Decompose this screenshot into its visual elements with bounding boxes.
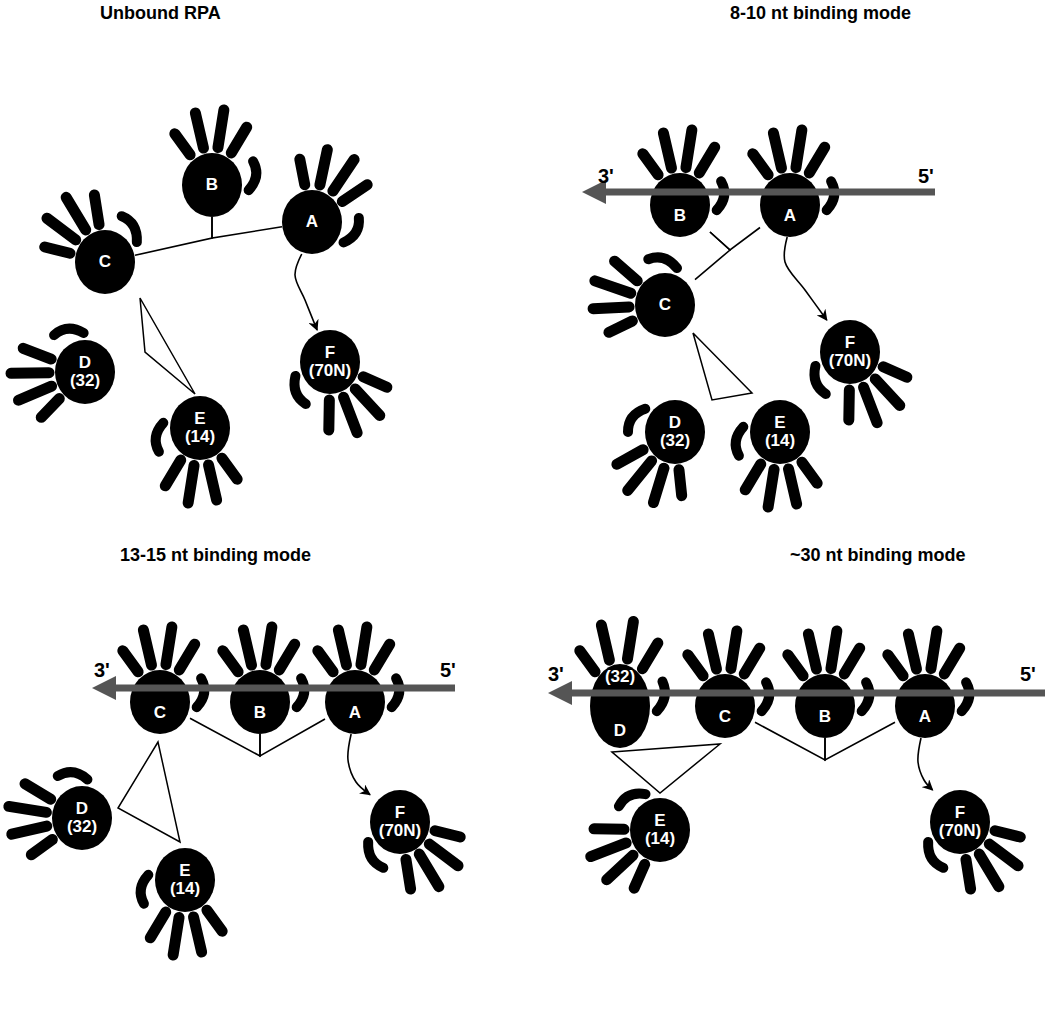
domain-label: D	[614, 722, 626, 740]
linker-arrow	[918, 738, 933, 790]
domain-label: (70N)	[939, 822, 982, 840]
strand-end-label: 5'	[918, 166, 934, 186]
trimerization-core	[118, 742, 180, 842]
hand-domain: A	[760, 173, 820, 237]
hand-shape	[325, 670, 385, 734]
hand-domain: C	[130, 670, 190, 734]
linker-line	[212, 217, 282, 238]
panel-title: ~30 nt binding mode	[790, 546, 966, 564]
domain-label: (14)	[765, 432, 795, 450]
domain-label: (14)	[170, 880, 200, 898]
domain-label: C	[719, 708, 731, 726]
domain-label: A	[919, 708, 931, 726]
hand-domain: E(14)	[630, 798, 690, 862]
hand-domain: F(70N)	[300, 330, 360, 394]
domain-label: D	[669, 414, 681, 432]
hand-domain: C	[75, 230, 135, 294]
domain-label: E	[179, 862, 190, 880]
trimerization-core	[140, 298, 195, 394]
domain-label: (14)	[185, 428, 215, 446]
domain-label: C	[99, 253, 111, 271]
hand-domain: B	[230, 670, 290, 734]
domain-label: C	[659, 296, 671, 314]
strand-end-label: 5'	[1020, 664, 1036, 684]
domain-label: (14)	[645, 830, 675, 848]
panel-title: Unbound RPA	[100, 4, 221, 22]
hand-shape	[895, 674, 955, 738]
domain-label: B	[674, 207, 686, 225]
strand-end-label: 3'	[94, 660, 110, 680]
hand-domain: (32) D	[590, 664, 650, 748]
hand-domain: A	[282, 190, 342, 254]
domain-label: (70N)	[379, 822, 422, 840]
domain-label: E	[194, 410, 205, 428]
linker-line	[695, 232, 730, 280]
domain-label: (32)	[67, 818, 97, 836]
hand-domain: F(70N)	[930, 790, 990, 854]
domain-label: C	[154, 704, 166, 722]
hand-domain: F(70N)	[370, 790, 430, 854]
hand-shape	[695, 674, 755, 738]
hand-shape	[130, 670, 190, 734]
domain-label: (70N)	[829, 352, 872, 370]
strand-end-label: 3'	[598, 166, 614, 186]
domain-label: F	[845, 334, 855, 352]
strand-end-label: 3'	[548, 664, 564, 684]
domain-label: (32)	[70, 372, 100, 390]
domain-label: B	[206, 176, 218, 194]
linker-arrow	[295, 254, 317, 330]
hand-domain: E(14)	[750, 400, 810, 464]
hand-domain: B	[795, 674, 855, 738]
linker-arrow	[348, 734, 370, 795]
domain-label: E	[654, 812, 665, 830]
hand-shape	[230, 670, 290, 734]
ssdna-strand	[582, 180, 940, 204]
hand-shape	[760, 173, 820, 237]
domain-label: F	[325, 344, 335, 362]
domain-label: D	[76, 800, 88, 818]
trimerization-core	[693, 333, 752, 400]
hand-domain: A	[325, 670, 385, 734]
domain-label: B	[819, 708, 831, 726]
hand-domain: A	[895, 674, 955, 738]
hand-domain: E(14)	[170, 396, 230, 460]
ssdna-strand	[92, 676, 460, 700]
domain-label: (70N)	[309, 362, 352, 380]
hand-domain: C	[635, 273, 695, 337]
hand-domain: C	[695, 674, 755, 738]
trimerization-core	[612, 744, 720, 793]
domain-label: F	[395, 804, 405, 822]
domain-label: B	[254, 704, 266, 722]
domain-label: (32)	[660, 432, 690, 450]
hand-domain: D(32)	[55, 340, 115, 404]
hand-shape	[650, 173, 710, 237]
linker-line	[135, 217, 212, 255]
panel-title: 13-15 nt binding mode	[120, 546, 311, 564]
strand-end-label: 5'	[440, 660, 456, 680]
hand-domain: D(32)	[52, 786, 112, 850]
domain-label: A	[349, 704, 361, 722]
hand-domain: D(32)	[645, 400, 705, 464]
hand-shape	[795, 674, 855, 738]
linker-arrow	[784, 237, 826, 320]
panel-title: 8-10 nt binding mode	[730, 4, 911, 22]
domain-label: F	[955, 804, 965, 822]
domain-label: E	[774, 414, 785, 432]
hand-domain: E(14)	[155, 848, 215, 912]
hand-domain: B	[650, 173, 710, 237]
domain-label: D	[79, 354, 91, 372]
domain-label: A	[306, 213, 318, 231]
domain-label: A	[784, 207, 796, 225]
hand-domain: B	[182, 153, 242, 217]
domain-label: (32)	[605, 668, 635, 686]
hand-domain: F(70N)	[820, 320, 880, 384]
